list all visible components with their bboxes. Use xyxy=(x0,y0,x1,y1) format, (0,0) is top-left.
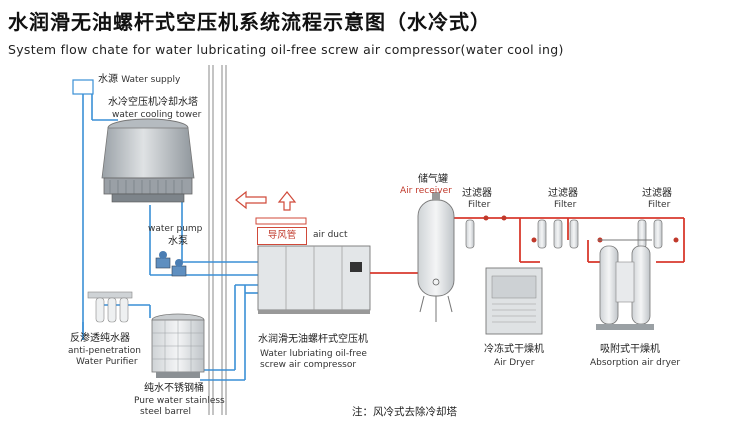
dryer-label-cn: 冷冻式干燥机 xyxy=(484,344,544,355)
water-pump xyxy=(155,251,187,277)
filter-3 xyxy=(553,219,563,249)
air-pipes xyxy=(370,217,685,274)
receiver-label-cn: 储气罐 xyxy=(418,174,448,185)
water-pipes xyxy=(72,79,258,381)
left-arrow-icon xyxy=(235,190,267,210)
water-supply-en: Water supply xyxy=(121,75,181,85)
steel-barrel xyxy=(151,313,205,378)
page-title: 水润滑无油螺杆式空压机系统流程示意图（水冷式） xyxy=(8,10,491,34)
dryer-label-en: Air Dryer xyxy=(494,358,535,368)
filter-3-label-cn: 过滤器 xyxy=(642,188,672,199)
water-supply-cn: 水源 xyxy=(98,74,118,85)
pump-label-en: water pump xyxy=(148,224,203,234)
filter-2-label-en: Filter xyxy=(554,200,577,210)
absorption-dryer xyxy=(596,239,654,330)
filter-1 xyxy=(465,219,475,249)
filter-6 xyxy=(653,219,663,249)
filter-1-label-en: Filter xyxy=(468,200,491,210)
filters xyxy=(465,219,663,249)
air-compressor xyxy=(257,245,371,314)
purifier-label-en1: anti-penetration xyxy=(68,346,141,356)
air-duct-label: air duct xyxy=(313,230,348,240)
pump-label-cn: 水泵 xyxy=(168,236,188,247)
up-arrow-icon xyxy=(277,191,297,211)
air-receiver xyxy=(417,192,455,322)
tower-label-cn: 水冷空压机冷却水塔 xyxy=(108,97,198,108)
filter-2 xyxy=(537,219,547,249)
filter-2-label-cn: 过滤器 xyxy=(548,188,578,199)
purifier-label-en2: Water Purifier xyxy=(76,357,138,367)
air-duct-box: 导风管 xyxy=(257,227,307,245)
barrel-label-en2: steel barrel xyxy=(140,407,191,417)
cooling-tower xyxy=(101,118,195,203)
receiver-label-en: Air receiver xyxy=(400,186,452,196)
filter-1-label-cn: 过滤器 xyxy=(462,188,492,199)
filter-4 xyxy=(569,219,579,249)
abs-dryer-label-cn: 吸附式干燥机 xyxy=(600,344,660,355)
barrel-label-en1: Pure water stainless xyxy=(134,396,225,406)
compressor-label-cn: 水润滑无油螺杆式空压机 xyxy=(258,334,368,345)
filter-3-label-en: Filter xyxy=(648,200,671,210)
ro-purifier xyxy=(87,291,133,323)
compressor-label-en2: screw air compressor xyxy=(260,360,357,370)
valves xyxy=(483,215,679,243)
air-duct-outline xyxy=(255,217,307,225)
tower-label-en: water cooling tower xyxy=(112,110,202,120)
purifier-label-cn: 反渗透纯水器 xyxy=(70,333,130,344)
airflow-arrows xyxy=(235,190,297,211)
water-supply-label: 水源 Water supply xyxy=(98,74,180,86)
compressor-label-en1: Water lubriating oil-free xyxy=(260,349,367,359)
refrigerated-dryer xyxy=(485,267,543,335)
wall-lines xyxy=(208,65,227,415)
filter-5 xyxy=(637,219,647,249)
abs-dryer-label-en: Absorption air dryer xyxy=(590,358,681,368)
footnote: 注：风冷式去除冷却塔 xyxy=(352,406,457,418)
page-subtitle: System flow chate for water lubricating … xyxy=(8,42,564,57)
barrel-label-cn: 纯水不锈钢桶 xyxy=(144,383,204,394)
water-supply-box xyxy=(72,79,94,95)
